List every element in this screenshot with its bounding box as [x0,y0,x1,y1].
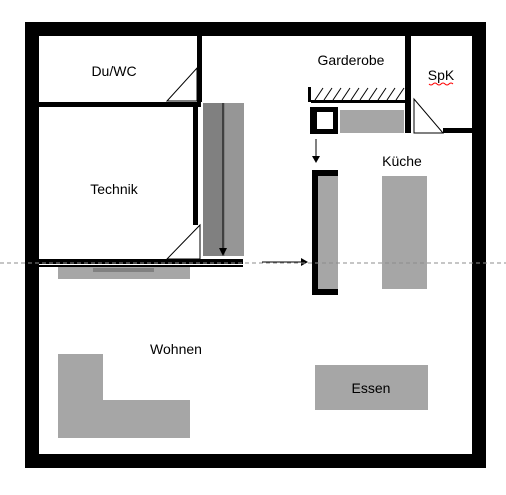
door-swing-technik [165,223,201,260]
wall-garderobe-right [405,36,411,133]
label-technik: Technik [90,181,138,197]
sideboard-inner [93,268,154,272]
garderobe-rail [311,100,405,103]
label-wohnen: Wohnen [150,341,202,357]
wall-duwc-technik [39,102,201,107]
wall-technik-bottom-line [39,265,243,267]
sliding-panel-dark [203,103,225,256]
garderobe-hatching [314,87,405,101]
label-kueche: Küche [382,153,422,169]
garderobe-cabinet [340,110,404,133]
dining-table [315,365,428,410]
outer-wall-left [25,22,39,468]
sideboard [58,267,190,279]
outer-wall-right [472,22,486,468]
sliding-arrow-down-head [219,248,227,256]
sofa-l-shape [58,354,190,438]
arrow-down-head [312,156,320,163]
label-garderobe: Garderobe [318,52,385,68]
garderobe-small-box-inner [317,112,333,129]
sliding-panel-light [225,103,244,256]
label-essen: Essen [352,380,391,396]
outer-wall-bottom [25,454,486,468]
wall-technik-bottom [39,259,243,264]
door-swing-spk [413,97,445,134]
kitchen-counter [318,176,338,289]
spellcheck-underline [428,82,454,86]
kitchen-island [382,176,427,289]
wall-duwc-right [197,36,202,102]
wall-garderobe-left [308,87,311,102]
wall-technik-right [193,107,198,225]
label-spk: SpK [428,67,455,83]
wall-spk-bottom [443,128,472,133]
door-swing-duwc [165,66,198,102]
arrow-right-head [301,258,308,266]
label-du-wc: Du/WC [91,63,136,79]
outer-wall-top [25,22,486,36]
